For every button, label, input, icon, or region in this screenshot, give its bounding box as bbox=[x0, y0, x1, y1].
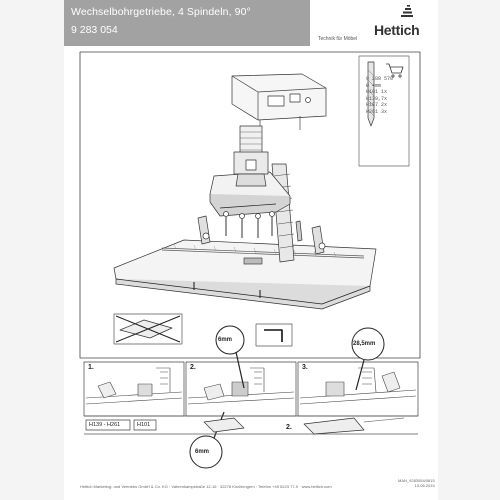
cart-icon bbox=[386, 63, 404, 78]
drill-spec-panel bbox=[358, 55, 410, 167]
prohibited-panel bbox=[113, 313, 183, 345]
step-number-2b: 2. bbox=[286, 424, 292, 431]
step-2-sketch bbox=[187, 367, 295, 405]
table-feet bbox=[193, 282, 261, 298]
step-3-sketch bbox=[299, 367, 417, 405]
drill-spec-text: 9 288 570 Ø 4mm H101 1x H139,7x H187 2x … bbox=[366, 76, 393, 115]
callout-6mm-bottom-ring bbox=[189, 435, 223, 469]
doc-ref-code: MAN_9283054/0815 bbox=[398, 478, 435, 483]
drill-spec-line: 9 288 570 bbox=[366, 76, 394, 82]
assembly-drawing bbox=[79, 51, 421, 469]
footer-address: Hettich Marketing- und Vertriebs GmbH & … bbox=[80, 484, 332, 489]
range-label-box bbox=[85, 419, 131, 431]
drill-spec-line: H101 1x bbox=[366, 89, 388, 95]
brand-name: Hettich bbox=[374, 22, 420, 38]
callout-28-5mm-ring bbox=[351, 327, 385, 361]
callout-6mm-top-ring bbox=[215, 325, 245, 355]
dimension-28-5mm: 28,5mm bbox=[353, 341, 376, 347]
step-number-2: 2. bbox=[190, 364, 196, 371]
drill-bit-icon bbox=[367, 61, 375, 127]
step-3-frame bbox=[297, 361, 419, 417]
document-reference: MAN_9283054/0815 15.06.2015 bbox=[398, 478, 435, 488]
step-number-1: 1. bbox=[88, 364, 94, 371]
main-illustration-frame bbox=[79, 51, 421, 359]
range-label: H139 - H261 bbox=[89, 422, 121, 428]
instruction-steps bbox=[83, 313, 419, 469]
drill-spec-line: H139,7x bbox=[366, 95, 388, 102]
single-label-box bbox=[133, 419, 157, 431]
machine-table bbox=[113, 239, 377, 310]
doc-ref-date: 15.06.2015 bbox=[414, 483, 435, 488]
drill-spec-line: H261 3x bbox=[366, 108, 388, 115]
fence-and-stops bbox=[197, 215, 326, 255]
brand-tagline: Technik für Möbel bbox=[318, 36, 358, 42]
control-box bbox=[231, 73, 327, 130]
drill-spec-line: Ø 4mm bbox=[366, 82, 382, 89]
header-band bbox=[64, 0, 310, 46]
single-label: H101 bbox=[137, 422, 151, 428]
step-1-sketch bbox=[85, 367, 183, 405]
step-number-3: 3. bbox=[302, 364, 308, 371]
dimension-6mm-bottom: 6mm bbox=[195, 449, 210, 455]
hettich-logo-mark-icon bbox=[401, 5, 413, 17]
gearbox-head bbox=[209, 171, 291, 238]
dimension-6mm-top: 6mm bbox=[218, 337, 233, 343]
document-title: Wechselbohrgetriebe, 4 Spindeln, 90° bbox=[71, 6, 251, 18]
article-number: 9 283 054 bbox=[71, 24, 118, 36]
step-1-frame bbox=[83, 361, 185, 417]
allen-key-panel bbox=[255, 323, 293, 347]
drill-spec-line: H187 2x bbox=[366, 102, 388, 108]
motor-assembly bbox=[233, 125, 269, 187]
